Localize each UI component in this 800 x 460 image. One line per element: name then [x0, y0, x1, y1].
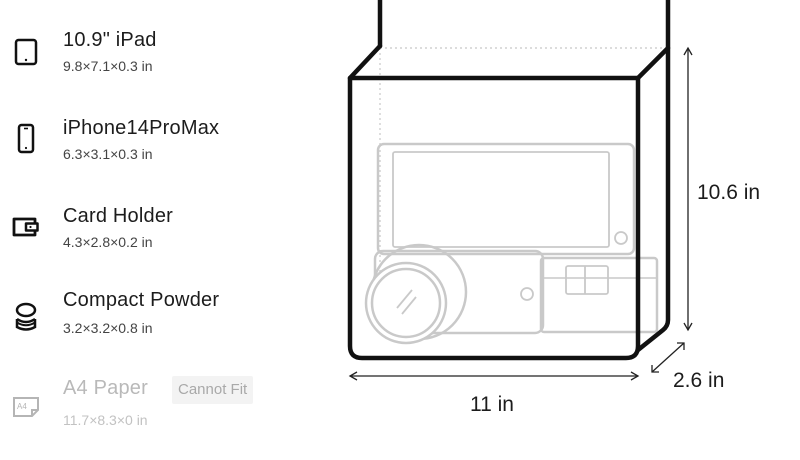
bag-outline [347, 0, 671, 361]
item-dimensions: 6.3×3.1×0.3 in [63, 146, 153, 162]
item-dimensions: 4.3×2.8×0.2 in [63, 234, 153, 250]
item-name: Compact Powder [63, 289, 220, 311]
bag-back-edges [379, 47, 665, 330]
item-ipad[interactable]: 10.9" iPad 9.8×7.1×0.3 in [0, 20, 300, 90]
phone-icon [8, 121, 44, 157]
bag-width-label: 11 in [470, 393, 514, 416]
bag-height-label: 10.6 in [697, 181, 761, 204]
bag-illustration [347, 0, 693, 381]
item-name: 10.9" iPad [63, 29, 157, 51]
item-name: A4 Paper [63, 377, 148, 399]
item-name: Card Holder [63, 205, 174, 227]
item-card-holder[interactable]: Card Holder 4.3×2.8×0.2 in [0, 196, 300, 266]
wallet-icon [8, 209, 44, 245]
paper-icon-label: A4 [17, 402, 27, 411]
item-compact-powder[interactable]: Compact Powder 3.2×3.2×0.8 in [0, 280, 300, 350]
cannot-fit-badge: Cannot Fit [172, 376, 254, 404]
item-iphone[interactable]: iPhone14ProMax 6.3×3.1×0.3 in [0, 108, 300, 178]
paper-icon: A4 [8, 388, 44, 424]
item-a4-paper[interactable]: A4 A4 Paper 11.7×8.3×0 in [0, 368, 300, 438]
item-dimensions: 3.2×3.2×0.8 in [63, 320, 153, 336]
tablet-icon [8, 34, 44, 70]
card-holder-shape [539, 256, 659, 334]
item-dimensions: 9.8×7.1×0.3 in [63, 58, 153, 74]
item-dimensions: 11.7×8.3×0 in [63, 412, 148, 428]
item-name: iPhone14ProMax [63, 117, 220, 139]
item-list: 10.9" iPad 9.8×7.1×0.3 in iPhone14ProMax… [0, 0, 300, 455]
bag-depth-label: 2.6 in [673, 369, 725, 392]
compact-powder-icon [8, 300, 44, 336]
dimension-arrows [348, 46, 693, 381]
tablet-shape [376, 142, 636, 256]
bag-contents [364, 142, 659, 345]
bag-diagram: 10.6 in 2.6 in 11 in [300, 0, 800, 455]
